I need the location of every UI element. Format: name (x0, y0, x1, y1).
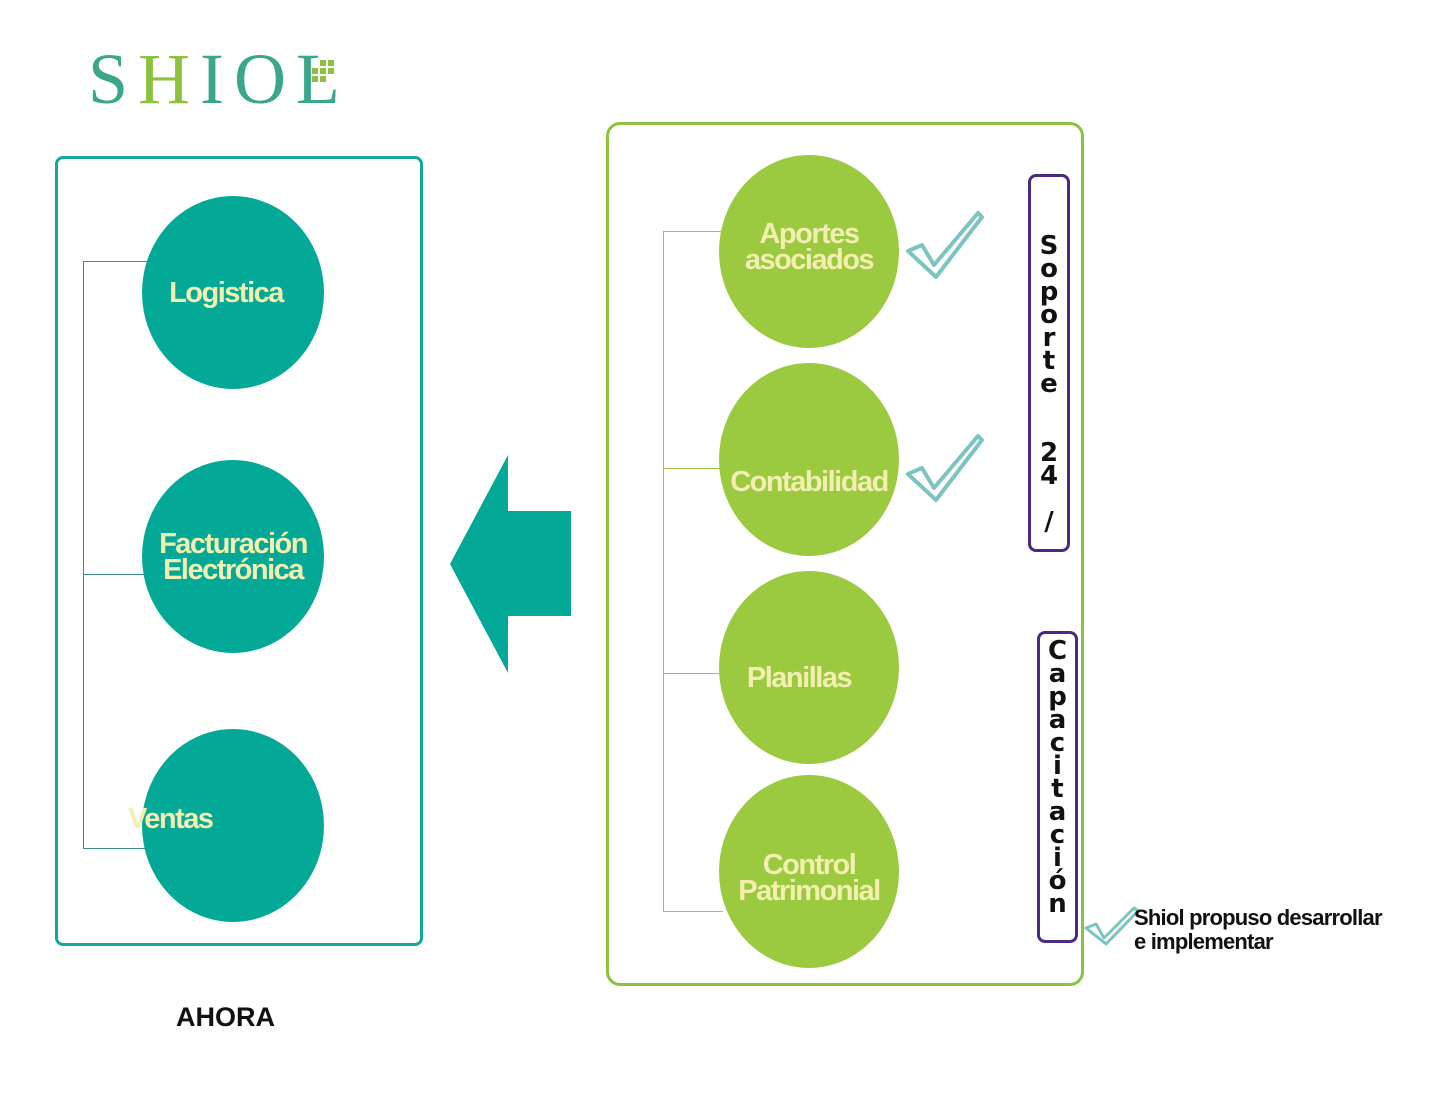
module-label: Logistica (169, 276, 284, 309)
right-connector-branch-2 (663, 468, 723, 469)
proposal-note: Shiol propuso desarrollar e implementar (1134, 906, 1434, 954)
proposal-note-line1: Shiol propuso desarrollar (1134, 905, 1383, 930)
module-control-patrimonial: Control Patrimonial (719, 775, 899, 968)
soporte-box: S o p o r t e 2 4 / (1028, 174, 1070, 552)
right-connector-branch-1 (663, 231, 723, 232)
vchar: c (1049, 728, 1066, 758)
module-label-ventas: Ventas (128, 803, 214, 835)
proposal-note-line2: e implementar (1134, 929, 1274, 954)
vchar: c (1049, 820, 1066, 850)
right-connector-branch-4 (663, 911, 723, 912)
vchar: a (1048, 659, 1067, 689)
module-label: Planillas (746, 661, 853, 694)
vchar: n (1048, 889, 1067, 919)
vchar: 2 (1039, 438, 1059, 468)
vchar: o (1040, 300, 1058, 330)
module-ventas (142, 729, 324, 922)
module-label: Contabilidad (730, 465, 889, 498)
left-connector-branch-1 (83, 261, 153, 262)
vchar: S (1039, 231, 1059, 261)
vchar: 4 (1039, 461, 1059, 491)
checkmark-icon (1084, 906, 1140, 946)
logo-h: H (138, 39, 201, 119)
checkmark-icon (906, 211, 984, 279)
caption-ahora: AHORA (176, 1002, 275, 1032)
module-planillas: Planillas (719, 571, 899, 764)
left-arrow-icon (450, 455, 571, 673)
soporte-text: S o p o r t e 2 4 / (1031, 231, 1067, 537)
capacitacion-text: C a p a c i t a c i ó n (1040, 636, 1075, 919)
vchar: C (1047, 636, 1068, 666)
current-modules-panel (55, 156, 423, 946)
vchar: / (1044, 507, 1054, 537)
vchar: e (1040, 369, 1058, 399)
capacitacion-box: C a p a c i t a c i ó n (1037, 631, 1078, 943)
vchar: r (1042, 323, 1056, 353)
left-connector-branch-3 (83, 848, 153, 849)
right-connector-branch-3 (663, 673, 723, 674)
right-connector-vertical (663, 231, 664, 912)
module-contabilidad: Contabilidad (719, 363, 899, 556)
vchar: t (1042, 346, 1056, 376)
module-aportes: Aportes asociados (719, 155, 899, 348)
left-connector-vertical (83, 261, 84, 849)
logo-grid-icon (312, 60, 334, 82)
vchar: t (1051, 774, 1064, 804)
module-label: Aportes asociados (744, 217, 875, 276)
vchar: i (1053, 751, 1062, 781)
vchar: p (1039, 277, 1059, 307)
vchar: a (1048, 705, 1067, 735)
vchar: a (1048, 797, 1067, 827)
logo-s: S (88, 39, 139, 119)
vchar: p (1048, 682, 1067, 712)
vchar: o (1040, 254, 1058, 284)
vchar: ó (1048, 866, 1067, 896)
module-logistica: Logistica (142, 196, 324, 389)
left-connector-branch-2 (83, 574, 153, 575)
vchar: i (1053, 843, 1062, 873)
module-facturacion: Facturación Electrónica (142, 460, 324, 653)
module-label: Facturación Electrónica (159, 527, 308, 586)
module-label: Control Patrimonial (738, 848, 881, 907)
checkmark-icon (906, 434, 984, 502)
proposed-modules-panel (606, 122, 1084, 986)
